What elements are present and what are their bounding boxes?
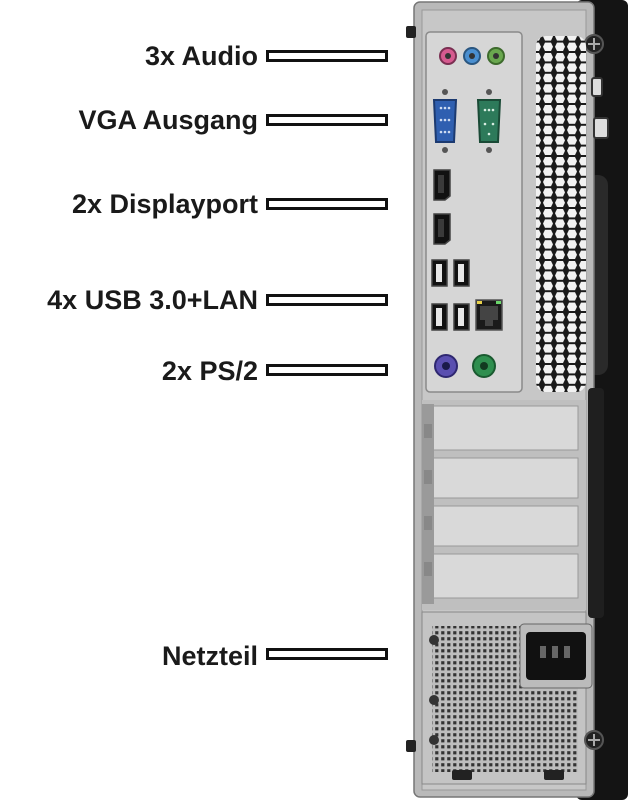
- serial-port: [476, 89, 502, 153]
- label-vga: VGA Ausgang: [78, 105, 258, 135]
- ps2-ports: [434, 354, 496, 378]
- displayport-ports: [433, 169, 451, 245]
- vent-hex-grille: [536, 36, 586, 392]
- leader-usb-lan: [266, 294, 388, 306]
- leader-ps2: [266, 364, 388, 376]
- leader-vga: [266, 114, 388, 126]
- power-supply: [421, 611, 604, 785]
- leader-psu: [266, 648, 388, 660]
- leader-displayport: [266, 198, 388, 210]
- io-panel: [425, 31, 523, 393]
- usb-ports: [431, 259, 470, 331]
- audio-jacks: [439, 47, 505, 65]
- label-audio: 3x Audio: [144, 41, 258, 71]
- top-screw-icon: [584, 34, 604, 54]
- expansion-slots: [422, 388, 604, 618]
- vga-port: [432, 89, 458, 153]
- label-usb-lan: 4x USB 3.0+LAN: [47, 285, 258, 315]
- pc-rear-illustration: [406, 0, 628, 800]
- label-displayport: 2x Displayport: [71, 189, 258, 219]
- lan-port: [475, 299, 503, 331]
- label-psu: Netzteil: [161, 641, 258, 671]
- leader-audio: [266, 50, 388, 62]
- label-ps2: 2x PS/2: [161, 356, 258, 386]
